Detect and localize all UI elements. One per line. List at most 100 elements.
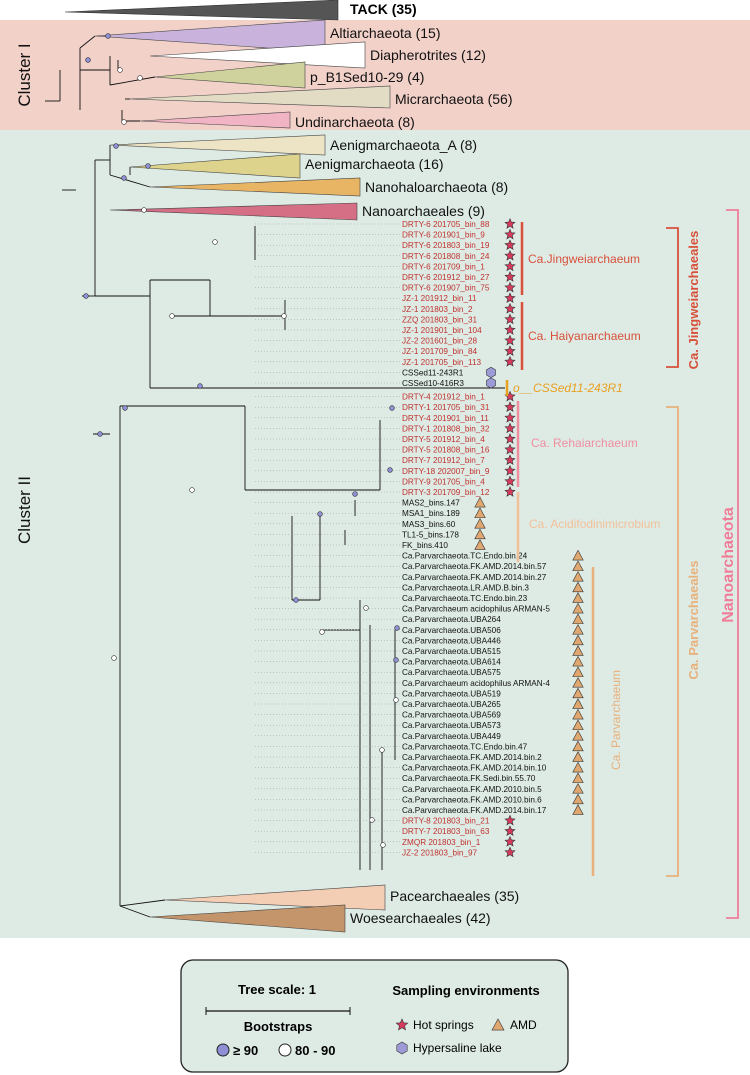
tree-scale-label: Tree scale: 1 [238, 982, 316, 997]
bootstrap-node [197, 383, 203, 389]
amd-triangle-icon [572, 772, 584, 783]
amd-triangle-icon [572, 698, 584, 709]
hot-spring-star-icon [395, 1018, 409, 1031]
amd-triangle-icon [572, 782, 584, 794]
leaf-label: Ca.Parvarchaeota.LR.AMD.B.bin.3 [402, 583, 529, 592]
genus-label: Ca. Acidifodinimicrobium [529, 517, 660, 531]
leaf-label: JZ-1 201709_bin_84 [402, 347, 478, 356]
leaf-label: DRTY-1 201705_bin_31 [402, 403, 490, 412]
hot-spring-star-icon [504, 825, 516, 837]
boot-high-icon [216, 1043, 230, 1057]
leaf-label: MAS3_bins.60 [402, 520, 456, 529]
collapsed-clade-label: Micrarchaeota (56) [395, 91, 513, 107]
genus-label: Ca.Jingweiarchaeum [528, 252, 640, 266]
bootstrap-node [389, 405, 395, 411]
amd-triangle-icon [491, 1018, 505, 1031]
bootstrap-node [105, 33, 111, 39]
leaf-label: Ca.Parvarchaeum acidophilus ARMAN-4 [402, 679, 550, 688]
leaf-label: Ca.Parvarchaeota.FK.AMD.2010.bin.5 [402, 785, 542, 794]
collapsed-clade-label: Woesearchaeales (42) [350, 910, 491, 926]
hot-spring-star-icon [504, 422, 516, 434]
hot-spring-star-icon [504, 281, 516, 293]
tree-branch [79, 35, 96, 49]
leaf-label: DRTY-9 201705_bin_4 [402, 477, 485, 486]
collapsed-clade [164, 884, 386, 911]
cluster-2-label: Cluster II [15, 476, 34, 544]
amd-triangle-icon [572, 634, 584, 646]
bootstrap-node [169, 313, 175, 319]
collapsed-clades: Altiarchaeota (15)Diapherotrites (12)p_B… [64, 0, 519, 933]
bootstrap-node [113, 143, 119, 149]
hot-spring-star-icon [504, 334, 516, 346]
tree-branch [119, 899, 166, 907]
hypersaline-hexagon-icon [396, 1041, 408, 1055]
leaf-label: JZ-1 201912_bin_11 [402, 294, 477, 303]
leaf-label: Ca.Parvarchaeota.FK.AMD.2010.bin.6 [402, 795, 542, 804]
leaf-label: DRTY-6 201901_bin_9 [402, 231, 485, 240]
leaf-label: Ca.Parvarchaeota.FK.AMD.2014.bin.17 [402, 806, 547, 815]
bootstrap-node [317, 511, 323, 517]
amd-triangle-icon [572, 613, 584, 624]
tree-branch [109, 76, 156, 86]
collapsed-clade [109, 202, 358, 221]
leaf-label: Ca.Parvarchaeota.UBA575 [402, 668, 501, 677]
leaf-label: Ca.Parvarchaeota.TC.Endo.bin.47 [402, 742, 528, 751]
bootstrap-node [189, 487, 195, 493]
hot-spring-star-icon [504, 313, 516, 325]
leaf-label: JZ-1 201803_bin_2 [402, 305, 473, 314]
amd-triangle-icon [491, 1018, 505, 1031]
collapsed-clade-label: Nanohaloarchaeota (8) [365, 179, 508, 195]
hot-spring-star-icon [504, 433, 516, 444]
hot-spring-star-icon [504, 401, 516, 413]
hot-spring-star-icon [395, 1018, 409, 1031]
leaf-label: Ca.Parvarchaeota.TC.Endo.bin.24 [402, 552, 528, 561]
leaf-label: Ca.Parvarchaeota.UBA264 [402, 615, 501, 624]
leaf-label: DRTY-6 201709_bin_1 [402, 262, 485, 271]
tack-label: TACK (35) [350, 1, 417, 17]
genus-label: Ca. Haiyanarchaeum [528, 329, 641, 343]
amd-triangle-icon [572, 687, 584, 699]
bootstrap-node [83, 293, 89, 299]
leaf-label: JZ-2 201601_bin_28 [402, 337, 478, 346]
amd-triangle-icon [572, 581, 584, 593]
hot-spring-star-icon [504, 271, 516, 282]
genus-label: Ca. Rehaiarchaeum [531, 436, 638, 450]
amd-triangle-icon [572, 592, 584, 603]
leaf-label: JZ-1 201705_bin_113 [402, 358, 482, 367]
leaf-label: Ca.Parvarchaeota.UBA449 [402, 732, 501, 741]
bootstrap-node [387, 467, 393, 473]
bootstrap-node [122, 405, 128, 411]
tack-collapsed-clade [64, 0, 339, 21]
collapsed-clade [129, 85, 391, 109]
bootstrap-node [137, 75, 143, 81]
leaf-label: TL1-5_bins.178 [402, 530, 459, 539]
hot-spring-star-icon [504, 464, 516, 476]
leaf-label: MSA1_bins.189 [402, 509, 460, 518]
amd-triangle-icon [572, 804, 584, 815]
bootstrap-node [117, 67, 123, 73]
collapsed-clade-label: Diapherotrites (12) [370, 47, 486, 63]
amd-triangle-icon [572, 666, 584, 677]
bootstrap-node [393, 657, 399, 663]
hot-spring-star-icon [504, 486, 516, 497]
collapsed-clade-label: p_B1Sed10-29 (4) [310, 69, 424, 85]
leaf-label: DRTY-4 201912_bin_1 [402, 393, 485, 402]
bootstrap-node [393, 697, 399, 703]
amd-triangle-icon [572, 560, 584, 571]
amd-triangle-icon [572, 793, 584, 805]
leaf-label: MAS2_bins.147 [402, 499, 460, 508]
phylum-label: Nanoarchaeota [720, 507, 737, 623]
boot-mid-icon [278, 1043, 292, 1057]
collapsed-clade-label: Nanoarchaeales (9) [362, 203, 485, 219]
amd-triangle-icon [572, 623, 584, 635]
bootstrap-node [121, 175, 127, 181]
amd-triangle-icon [572, 570, 584, 582]
bootstrap-node [141, 207, 147, 213]
leaf-label: DRTY-6 201705_bin_88 [402, 220, 490, 229]
bootstrap-node [145, 163, 151, 169]
amd-triangle-icon [474, 496, 486, 508]
cluster-2-background [0, 130, 750, 938]
